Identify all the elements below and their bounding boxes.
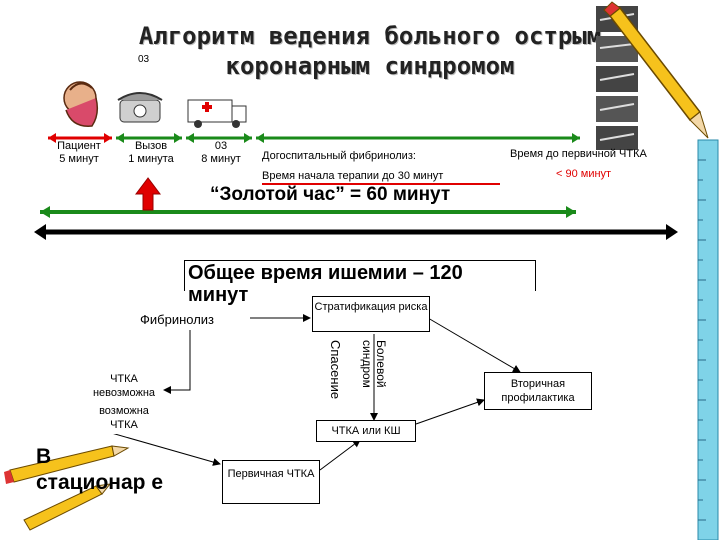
ruler-decoration	[697, 139, 719, 540]
primary-pci-box: Первичная ЧТКА	[222, 460, 320, 504]
pencils-bottom-icon	[4, 445, 130, 531]
prehospital-fibrinolysis-label: Догоспитальный фибринолиз:	[262, 150, 416, 162]
ischemia-box	[184, 260, 536, 291]
timeline-arrows	[34, 133, 678, 240]
red-up-arrow	[135, 177, 161, 211]
rescue-label: Спасение	[328, 340, 343, 400]
ambulance-time-label: 03 8 минут	[201, 140, 241, 165]
under-90-label: < 90 минут	[556, 168, 612, 180]
flow-connectors	[107, 314, 521, 471]
small-03-label: 03	[138, 54, 150, 65]
page-subtitle: коронарным синдромом	[225, 52, 515, 80]
telephone-icon	[117, 92, 163, 123]
secondary-prevention-box: Вторичная профилактика	[484, 372, 592, 410]
pci-impossible-label: ЧТКА невозможна	[86, 372, 162, 402]
therapy-start-label: Время начала терапии до 30 минут	[262, 170, 444, 182]
stratification-box: Стратификация риска	[312, 296, 430, 332]
inpatient-label: В стационар е	[36, 445, 163, 494]
ischemia-label: Общее время ишемии – 120 минут	[188, 262, 463, 306]
pci-possible-label: возможна ЧТКА	[86, 404, 162, 434]
patient-icon	[63, 81, 99, 127]
golden-hour-label: “Золотой час” = 60 минут	[210, 184, 451, 205]
fibrinolysis-label: Фибринолиз	[140, 312, 215, 327]
call-time-label: Вызов 1 минута	[128, 140, 174, 165]
pci-or-cabg-box: ЧТКА или КШ	[316, 420, 416, 442]
patient-time-label: Пациент 5 минут	[57, 140, 101, 165]
pencil-icon	[603, 1, 709, 139]
page-title: Алгоритм ведения больного острым	[138, 22, 602, 50]
ambulance-icon	[187, 99, 247, 128]
pain-syndrome-label: Болевой синдром	[360, 340, 388, 388]
time-to-pci-label: Время до первичной ЧТКА	[510, 148, 647, 160]
